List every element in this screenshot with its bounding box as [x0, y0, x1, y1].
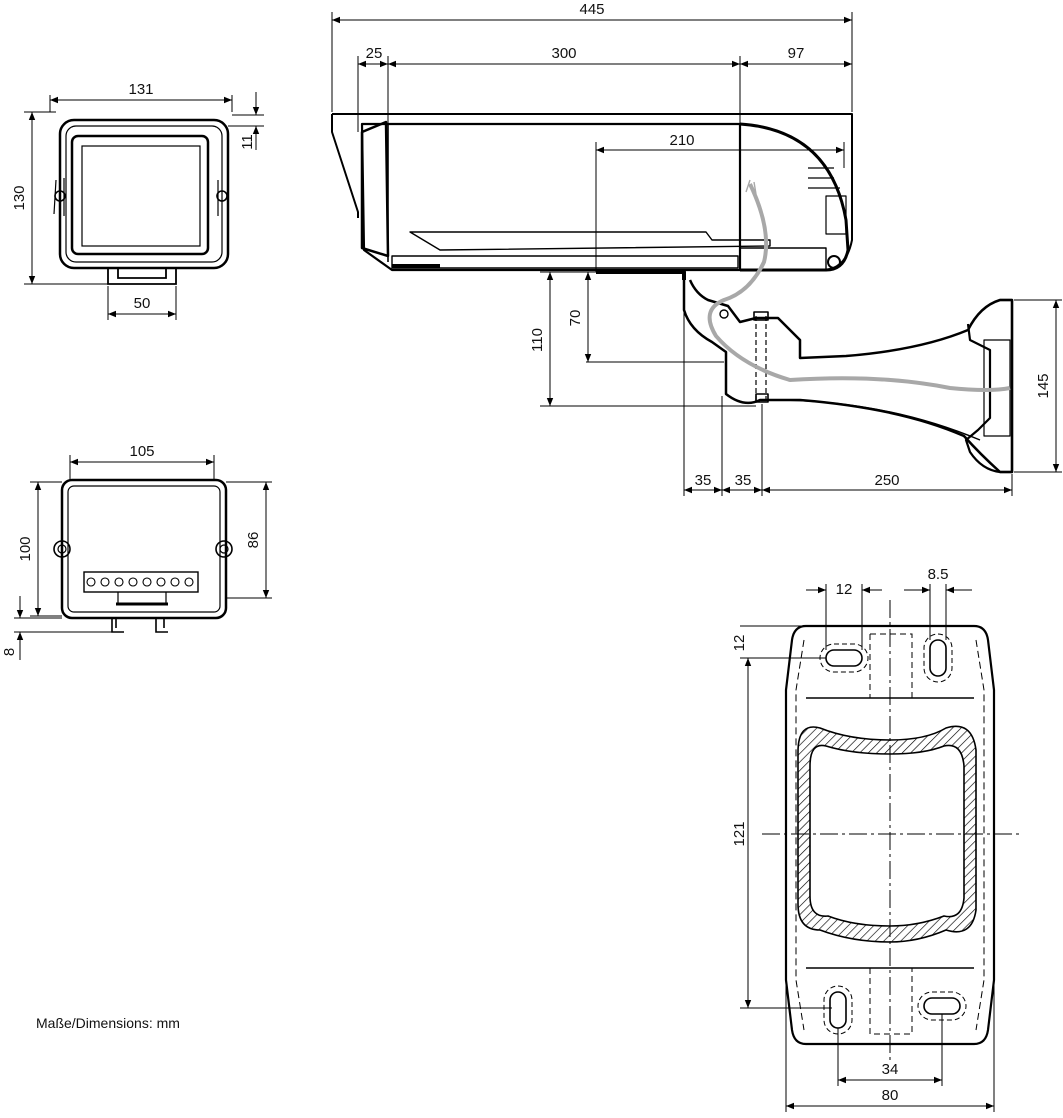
dim-slot-spacing: 121 — [731, 821, 748, 846]
dim-base-a: 35 — [695, 472, 712, 489]
front-clip-left — [53, 178, 65, 216]
dim-front-bracket: 50 — [134, 295, 151, 312]
mount-arm-lower — [759, 399, 981, 441]
rear-screw-left — [53, 540, 71, 558]
front-bracket — [107, 268, 177, 285]
side-view — [331, 113, 1014, 474]
dim-plate-width: 80 — [882, 1087, 899, 1104]
dim-front-width: 131 — [128, 81, 153, 98]
dim-base-b: 35 — [735, 472, 752, 489]
wall-plate-face — [983, 339, 1011, 437]
dim-slot-width: 12 — [836, 581, 853, 598]
mount-plate-outline — [784, 624, 996, 1046]
cable — [707, 183, 1011, 392]
dim-slot-offset: 12 — [731, 635, 748, 652]
rear-screw-right — [215, 540, 233, 558]
terminal-screws — [86, 577, 194, 587]
slot-top-right — [929, 639, 947, 677]
dim-rear-height-inner: 86 — [245, 532, 262, 549]
dim-height-to-base: 110 — [529, 328, 546, 352]
mount-arm-outline — [682, 276, 1014, 474]
dim-slot-pitch: 34 — [882, 1061, 899, 1078]
dim-sunshield-front: 25 — [366, 45, 383, 62]
slot-top-left — [825, 649, 863, 667]
dim-front-height: 130 — [11, 185, 28, 210]
rear-view — [14, 455, 272, 660]
rear-housing-inner — [67, 485, 221, 613]
slot-bottom-left — [829, 991, 847, 1029]
camera-tray — [409, 231, 771, 251]
front-housing-inner — [65, 125, 223, 263]
dim-rear-base-offset: 8 — [1, 648, 18, 656]
rear-housing — [60, 478, 228, 620]
dim-total-length: 445 — [579, 1, 604, 18]
mount-top-plate — [596, 270, 686, 280]
dim-inner-length: 210 — [669, 132, 694, 149]
mount-plate-view — [740, 584, 1020, 1112]
dim-rear-width: 105 — [129, 443, 154, 460]
dim-wall-plate-height: 145 — [1035, 373, 1052, 398]
front-clip-right — [217, 178, 229, 216]
rear-feet — [111, 618, 168, 633]
front-window — [70, 134, 210, 256]
wall-plate — [964, 298, 1014, 474]
rear-lower — [740, 247, 827, 270]
dim-rear-height-outer: 100 — [17, 536, 34, 561]
rear-screw-left-hole — [57, 544, 67, 554]
front-window-glass — [81, 145, 201, 247]
housing-body — [360, 122, 742, 272]
dim-arm-length: 250 — [874, 472, 899, 489]
sunshield — [331, 113, 853, 271]
cable-gland — [827, 255, 841, 269]
mount-plate-opening — [809, 744, 965, 927]
dim-front-top-offset: 11 — [239, 134, 256, 150]
housing-front-cap — [360, 120, 390, 258]
slot-bottom-right — [923, 997, 961, 1015]
front-view — [24, 92, 264, 320]
rear-vent — [808, 167, 847, 235]
terminal-bar — [117, 592, 167, 605]
terminal-block — [83, 571, 199, 593]
units-note: Maße/Dimensions: mm — [36, 1015, 180, 1031]
dim-rear-cap: 97 — [788, 45, 805, 62]
pivot-bolt — [719, 309, 729, 319]
dim-body-length: 300 — [551, 45, 576, 62]
housing-rail — [391, 255, 739, 269]
rear-screw-right-hole — [219, 544, 229, 554]
mount-plate-inner — [795, 639, 985, 1031]
front-screw-right — [216, 190, 228, 202]
dim-height-to-mount: 70 — [567, 310, 584, 327]
dim-slot-hole: 8.5 — [928, 566, 949, 583]
